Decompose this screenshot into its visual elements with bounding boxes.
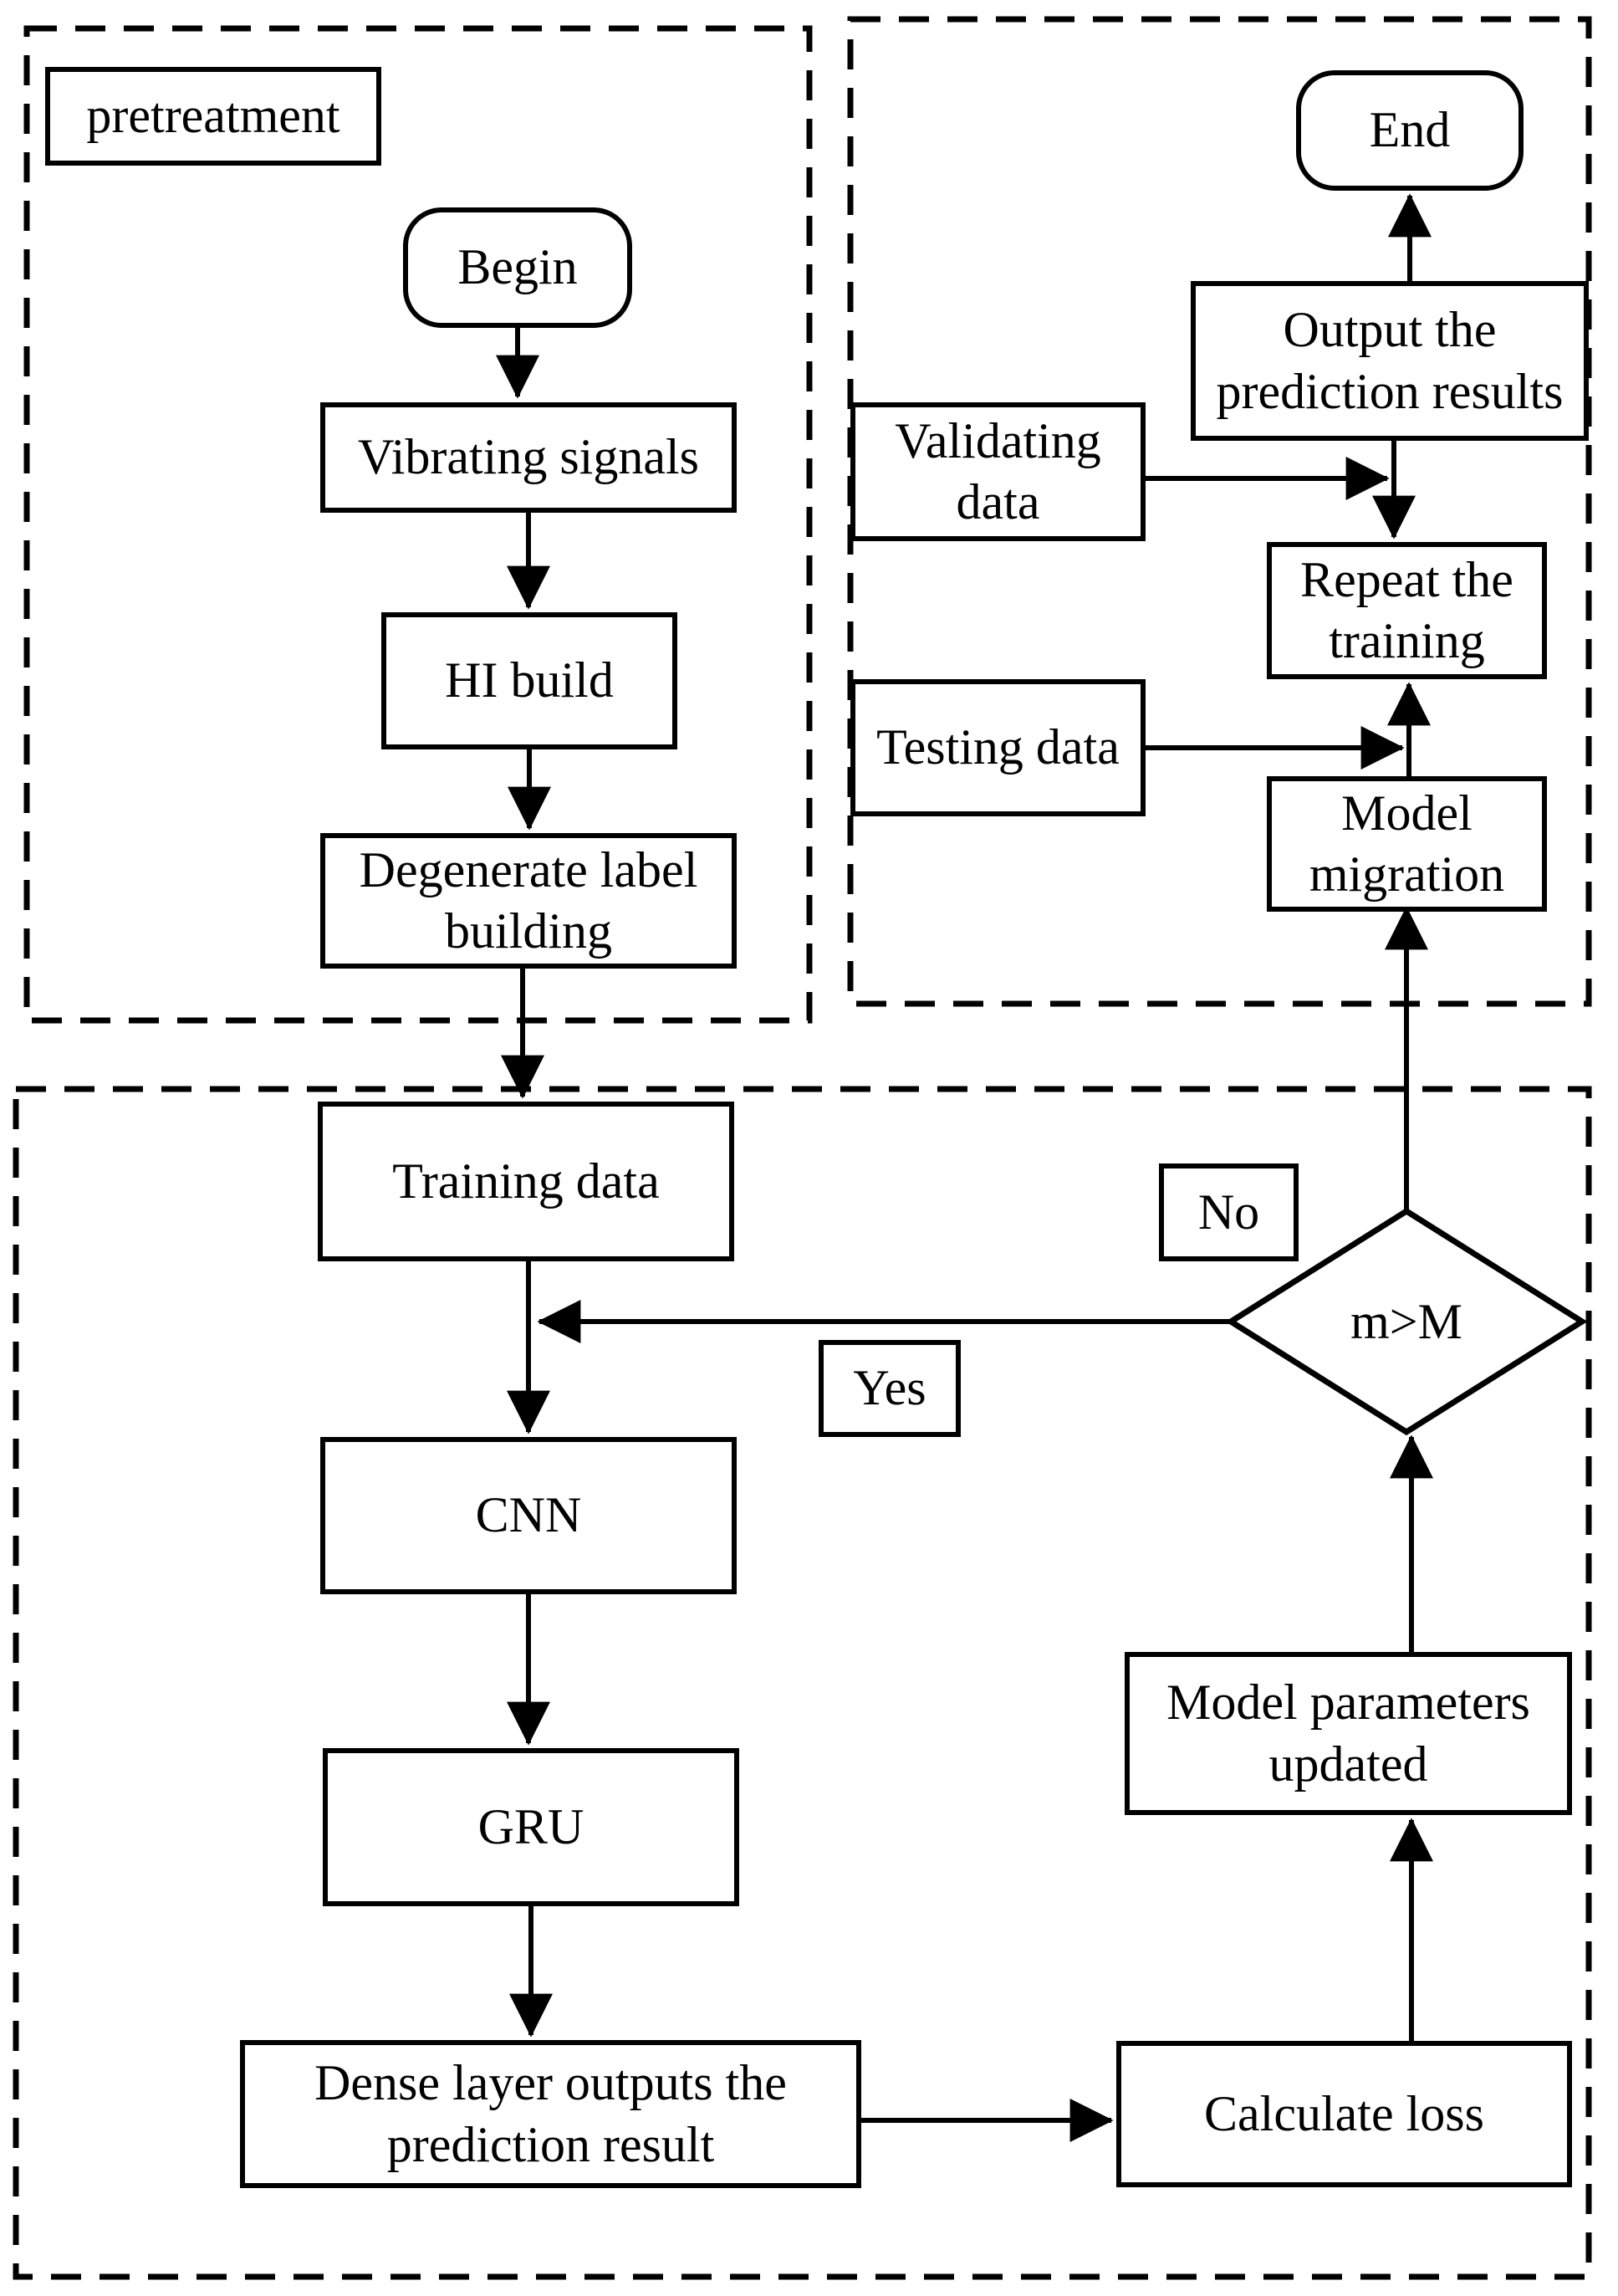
calculate-loss-step: Calculate loss <box>1116 2041 1572 2187</box>
model-parameters-updated-step: Model parameters updated <box>1125 1652 1572 1815</box>
no-branch-label: No <box>1159 1163 1299 1261</box>
pretreatment-group-border <box>23 25 813 1024</box>
dense-layer-output-step: Dense layer outputs the prediction resul… <box>240 2040 861 2188</box>
degenerate-label-building-step: Degenerate label building <box>320 833 737 969</box>
hi-build-step: HI build <box>381 612 677 749</box>
pretreatment-group-label: pretreatment <box>45 67 381 166</box>
decision-label: m>M <box>1350 1293 1462 1349</box>
evaluation-group-border <box>847 16 1592 1007</box>
yes-branch-label: Yes <box>819 1340 961 1437</box>
begin-terminator: Begin <box>403 207 632 328</box>
cnn-step: CNN <box>320 1437 737 1594</box>
validating-data-step: Validating data <box>850 402 1146 541</box>
gru-step: GRU <box>323 1748 739 1906</box>
training-data-step: Training data <box>318 1102 734 1261</box>
end-terminator: End <box>1296 70 1524 191</box>
decision-diamond <box>1225 1207 1588 1436</box>
repeat-the-training-step: Repeat the training <box>1267 542 1547 679</box>
model-migration-step: Model migration <box>1267 776 1547 912</box>
vibrating-signals-step: Vibrating signals <box>320 402 737 513</box>
output-prediction-results-step: Output the prediction results <box>1191 281 1589 441</box>
training-group-border <box>13 1086 1592 2280</box>
testing-data-step: Testing data <box>850 679 1146 816</box>
